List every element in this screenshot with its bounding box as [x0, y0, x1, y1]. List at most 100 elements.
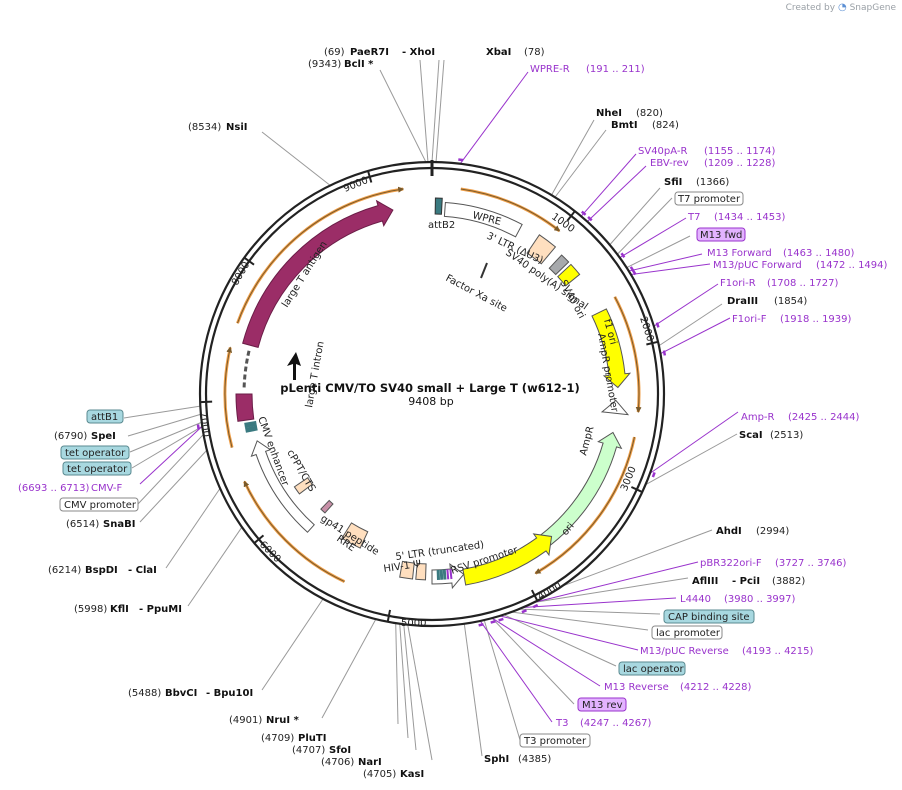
kasi-label[interactable]: KasI: [400, 769, 424, 780]
nari-label[interactable]: NarI: [358, 757, 382, 768]
clai-label[interactable]: - ClaI: [128, 565, 157, 576]
cap-binding-site-box[interactable]: [663, 609, 755, 624]
t3-promoter-label: T3 promoter: [523, 736, 587, 747]
sfoi-label[interactable]: SfoI: [329, 745, 351, 756]
attb1-box[interactable]: [86, 409, 124, 424]
primer-leader-line: [522, 597, 677, 609]
bcli-label[interactable]: BclI *: [344, 59, 374, 70]
pluti-label[interactable]: PluTI: [298, 733, 326, 744]
scai-label[interactable]: ScaI: [739, 430, 763, 441]
sfii-label[interactable]: SfiI: [664, 177, 682, 188]
gp41-feature[interactable]: [320, 499, 334, 514]
attb2-feature[interactable]: [434, 197, 443, 215]
afliii-label[interactable]: AflIII: [692, 576, 718, 587]
t7-label[interactable]: T7: [687, 212, 700, 223]
sphi-pos: (4385): [518, 754, 551, 765]
draiii-label[interactable]: DraIII: [727, 296, 758, 307]
site-leader-line: [321, 618, 377, 719]
large-t-intron-feature[interactable]: [235, 393, 255, 422]
pbr322ori-f-label[interactable]: pBR322ori-F: [700, 558, 762, 569]
m13-fwd-box[interactable]: [696, 227, 746, 242]
ppumi-label[interactable]: - PpuMI: [139, 604, 182, 615]
f1ori-f-pos: (1918 .. 1939): [780, 314, 852, 325]
rre-feature[interactable]: [341, 522, 369, 549]
primer-mark: [490, 620, 496, 624]
l4440-label[interactable]: L4440: [680, 594, 711, 605]
bbvci-label[interactable]: BbvCI: [165, 688, 197, 699]
primer-leader-line: [580, 153, 637, 217]
m13-rev-label: M13 rev: [582, 700, 623, 711]
bspdi-label[interactable]: BspDI: [85, 565, 118, 576]
site-leader-line: [403, 624, 417, 751]
hiv-psi-feature[interactable]: [415, 562, 427, 581]
sv40-ori-feature[interactable]: [557, 263, 581, 287]
site-leader-line: [419, 59, 429, 163]
site-leader-line: [261, 131, 331, 186]
lac-operator-box[interactable]: [618, 661, 686, 676]
ebv-rev-label[interactable]: EBV-rev: [650, 158, 689, 169]
f1ori-f-label[interactable]: F1ori-F: [732, 314, 767, 325]
cmv-promoter-box[interactable]: [59, 497, 139, 512]
ltr5-feature[interactable]: [399, 560, 415, 580]
ahdi-pos: (2994): [756, 526, 789, 537]
snabi-pos: (6514): [66, 519, 99, 530]
wpre-r-label[interactable]: WPRE-R: [530, 64, 570, 75]
primer-leader-line: [586, 165, 647, 222]
t3-promoter-box[interactable]: [519, 733, 591, 748]
m13-puc-forward-label[interactable]: M13/pUC Forward: [713, 260, 802, 271]
m13-puc-reverse-label[interactable]: M13/pUC Reverse: [640, 646, 729, 657]
site-leader-line: [491, 617, 575, 705]
primer-leader-line: [630, 263, 711, 276]
m13-reverse-label[interactable]: M13 Reverse: [604, 682, 669, 693]
cppt-feature[interactable]: [293, 477, 313, 495]
f1ori-r-label[interactable]: F1ori-R: [720, 278, 756, 289]
xbai-label[interactable]: XbaI: [486, 47, 511, 58]
bmti-label[interactable]: BmtI: [611, 120, 638, 131]
bpu10i-label[interactable]: - Bpu10I: [206, 688, 253, 699]
cap-binding-site-label: CAP binding site: [668, 612, 750, 623]
large-t-antigen-feature[interactable]: [242, 199, 394, 349]
ampr-promoter-feature[interactable]: [600, 399, 630, 416]
small-feature-marks: [244, 420, 453, 580]
tet-operator-box-1[interactable]: [60, 445, 130, 460]
large-t-intron-label: large T intron: [304, 340, 327, 408]
sphi-label[interactable]: SphI: [484, 754, 509, 765]
sv40-polya-feature[interactable]: [548, 254, 570, 276]
lac-promoter-box[interactable]: [651, 625, 723, 640]
sv40pa-r-label[interactable]: SV40pA-R: [638, 146, 687, 157]
nsii-label[interactable]: NsiI: [226, 122, 247, 133]
orf-arc-line: [614, 296, 642, 414]
t7-promoter-box[interactable]: [674, 191, 744, 206]
cmv-f-label[interactable]: CMV-F: [91, 483, 122, 494]
primer-leader-line: [139, 425, 203, 485]
spei-label[interactable]: SpeI: [91, 431, 116, 442]
m13-rev-box[interactable]: [577, 697, 627, 712]
t3-label[interactable]: T3: [555, 718, 568, 729]
wpre-feature[interactable]: [443, 201, 523, 238]
pcii-label[interactable]: - PciI: [732, 576, 760, 587]
f1-ori-feature[interactable]: [591, 308, 632, 389]
ltr3-feature[interactable]: [526, 234, 557, 265]
tick-mark: [566, 210, 576, 222]
cmv-enhancer-feature[interactable]: [250, 440, 315, 533]
site-leader-line: [139, 449, 208, 523]
orf-arc-line: [243, 480, 345, 583]
nrui-label[interactable]: NruI *: [266, 715, 300, 726]
tick-label: 5000: [401, 618, 426, 629]
xhoi-label[interactable]: - XhoI: [402, 47, 435, 58]
paer7i-label[interactable]: PaeR7I: [350, 47, 389, 58]
tet-operator-box-2[interactable]: [62, 461, 132, 476]
snabi-label[interactable]: SnaBI: [103, 519, 135, 530]
kfli-label[interactable]: KflI: [110, 604, 129, 615]
orf-arc: [243, 480, 346, 583]
nhei-label[interactable]: NheI: [596, 108, 622, 119]
ahdi-label[interactable]: AhdI: [716, 526, 742, 537]
amp-r-label[interactable]: Amp-R: [741, 412, 775, 423]
primer-mark: [662, 350, 667, 356]
bmti-pos: (824): [652, 120, 679, 131]
ori-feature[interactable]: [462, 533, 553, 586]
m13-puc-forward-pos: (1472 .. 1494): [816, 260, 888, 271]
orf-arc-line: [237, 186, 405, 324]
m13-forward-label[interactable]: M13 Forward: [707, 248, 772, 259]
orf-arc-line: [224, 346, 233, 448]
